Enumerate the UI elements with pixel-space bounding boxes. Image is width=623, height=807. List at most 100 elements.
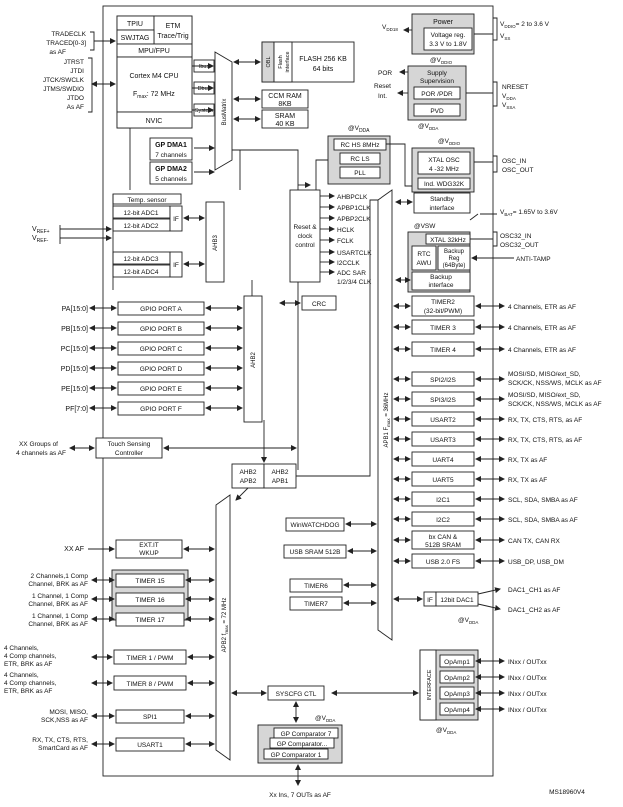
adc34-if-label: IF: [173, 262, 179, 269]
vddio-range-label: VDDIO= 2 to 3.6 V: [500, 21, 550, 29]
xtal-vddio-label: @VDDIO: [438, 138, 461, 146]
system-bus-label: System: [195, 108, 214, 114]
cpu-label: Cortex M4 CPU: [129, 73, 178, 80]
can-signals: CAN TX, CAN RX: [508, 538, 561, 545]
timer4-signals: 4 Channels, ETR as AF: [508, 347, 576, 354]
adc-clk-label: 1/2/3/4 CLK: [337, 279, 372, 286]
uart4-signals: RX, TX as AF: [508, 457, 547, 464]
vreg-label-1: Voltage reg.: [431, 32, 466, 39]
apb1-bus: APB1 Fmax = 36MHz: [377, 189, 393, 641]
dbus-label: Dbus: [198, 86, 211, 92]
dma2-label: GP DMA2: [155, 166, 187, 173]
timer8-signals-2: 4 Comp channels,: [4, 680, 57, 687]
backup-if-label-2: interface: [429, 282, 454, 289]
vref-minus-label: VREF-: [32, 235, 49, 244]
touch-signals-1: XX Groups of: [19, 441, 58, 448]
pvd-label: PVD: [430, 108, 444, 115]
dac1-label: 12bit DAC1: [440, 597, 474, 604]
timer6-label: TIMER6: [304, 583, 328, 590]
opamp-block: INTERFACE OpAmp1 OpAmp2 OpAmp3 OpAmp4 IN…: [331, 649, 547, 735]
standby-label-1: Standby: [430, 196, 455, 203]
apb1-peripherals: TIMER2 (32-bit/PWM) TIMER 3 TIMER 4 SPI2…: [393, 295, 602, 569]
trace-trig-label: Trace/Trig: [157, 33, 188, 40]
i2c2-signals: SCL, SDA, SMBA as AF: [508, 517, 578, 524]
dma2-channels: 5 channels: [155, 176, 187, 183]
crc-block: CRC: [279, 295, 337, 311]
sram-label: SRAM: [275, 113, 295, 120]
ahb3-bus: AHB3: [183, 201, 225, 283]
spi1-signals-1: MOSI, MISO,: [49, 709, 88, 716]
standby-label-2: interface: [430, 205, 455, 212]
anti-tamp-label: ANTI-TAMP: [516, 256, 551, 263]
opamp1-label: OpAmp1: [444, 659, 470, 666]
reset-clock-block: Reset & clock control AHBPCLK APBP1CLK A…: [289, 189, 372, 286]
timer17-signals-1: 1 Channel, 1 Comp: [32, 613, 88, 620]
wwdg-label: WinWATCHDOG: [290, 522, 339, 529]
por-signal-label: POR: [378, 70, 392, 77]
por-pdr-label: POR /PDR: [421, 91, 453, 98]
nreset-label: NRESET: [502, 84, 528, 91]
jtdi-label: JTDI: [70, 68, 84, 75]
usart2-signals: RX, TX, CTS, RTS, as AF: [508, 417, 582, 424]
memory-block: OBL Flash interface FLASH 256 KB 64 bits…: [233, 41, 355, 129]
misc-apb1-block: WinWATCHDOG USB SRAM 512B TIMER6 TIMER7 …: [283, 517, 560, 625]
obl-label: OBL: [266, 56, 272, 67]
opamp3-label: OpAmp3: [444, 691, 470, 698]
adc-block: Temp. sensor 12-bit ADC1 12-bit ADC2 IF …: [32, 193, 183, 290]
touch-label-1: Touch Sensing: [108, 441, 151, 448]
document-reference: MS18960V4: [549, 789, 585, 796]
spi1-label: SPI1: [143, 714, 157, 721]
spi2-signals-2: SCK/CK, NSS/WS, MCLK as AF: [508, 380, 602, 387]
sram-size: 40 KB: [275, 121, 294, 128]
backup-reg-label-1: Backup: [444, 249, 465, 255]
opamp4-label: OpAmp4: [444, 707, 470, 714]
bridge-apb2-label-1: AHB2: [240, 469, 257, 476]
int-signal-label: Int.: [378, 93, 387, 100]
adc2-label: 12-bit ADC2: [123, 223, 158, 230]
touch-signals-2: 4 channels as AF: [16, 450, 66, 457]
fclk-label: FCLK: [337, 238, 354, 245]
timer1-signals-2: 4 Comp channels,: [4, 653, 57, 660]
usart3-label: USART3: [430, 437, 456, 444]
opamp-interface-label: INTERFACE: [427, 669, 433, 700]
usart1-label: USART1: [137, 742, 163, 749]
dac-vdda-label: @VDDA: [458, 617, 478, 625]
swjtag-label: SWJTAG: [121, 35, 150, 42]
timer16-signals-1: 1 Channel, 1 Comp: [32, 593, 88, 600]
pf-pins: PF[7:0]: [65, 406, 88, 413]
apb2-peripherals: TIMER 15 TIMER 16 TIMER 17 TIMER 1 / PWM…: [4, 569, 215, 752]
bridges-block: AHB2 APB2 AHB2 APB1: [231, 199, 378, 501]
adc12-if-label: IF: [173, 216, 179, 223]
comp1-label: GP Comparator 1: [271, 752, 322, 759]
timer8-label: TIMER 8 / PWM: [127, 681, 174, 688]
syscfg-comparator-block: SYSCFG CTL @VDDA GP Comparator 7 GP Comp…: [231, 685, 343, 799]
osc32-in-label: OSC32_IN: [500, 233, 532, 240]
timer16-label: TIMER 16: [135, 597, 165, 604]
opamp4-signals: INxx / OUTxx: [508, 707, 547, 714]
rtc-label: RTC: [417, 251, 431, 258]
bus-matrix: BusMatrix: [214, 51, 233, 171]
usb-sram-label: USB SRAM 512B: [290, 549, 341, 556]
dma-block: GP DMA1 7 channels GP DMA2 5 channels: [129, 128, 215, 190]
xtal-osc-range: 4 -32 MHz: [429, 166, 459, 173]
timer7-label: TIMER7: [304, 601, 328, 608]
supply-supervision-block: Supply Supervision POR /PDR PVD POR Rese…: [374, 65, 528, 131]
bridge-apb2-label-2: APB2: [240, 478, 257, 485]
timer2-signals: 4 Channels, ETR as AF: [508, 304, 576, 311]
osc32-out-label: OSC32_OUT: [500, 242, 539, 249]
bridge-apb1-label-1: AHB2: [272, 469, 289, 476]
rc-osc-block: @VDDA RC HS 8MHz RC LS PLL: [315, 125, 412, 190]
dac-ch2-signals: DAC1_CH2 as AF: [508, 607, 560, 614]
backup-reg-label-3: (64Byte): [443, 263, 466, 269]
backup-if-label-1: Backup: [430, 274, 452, 281]
vsw-label: @VSW: [414, 223, 436, 230]
vssa-pin-label: VSSA: [502, 102, 515, 110]
rcc-label-1: Reset &: [293, 224, 317, 231]
power-block: Power Voltage reg. 3.3 V to 1.8V VDD18 @…: [382, 13, 550, 65]
rc-ls-label: RC LS: [350, 156, 370, 163]
bridge-apb1-label-2: APB1: [272, 478, 289, 485]
ccm-ram-label: CCM RAM: [268, 93, 302, 100]
awu-label: AWU: [417, 260, 432, 267]
timer17-signals-2: Channel, BRK as AF: [28, 621, 88, 628]
timer4-label: TIMER 4: [430, 347, 456, 354]
